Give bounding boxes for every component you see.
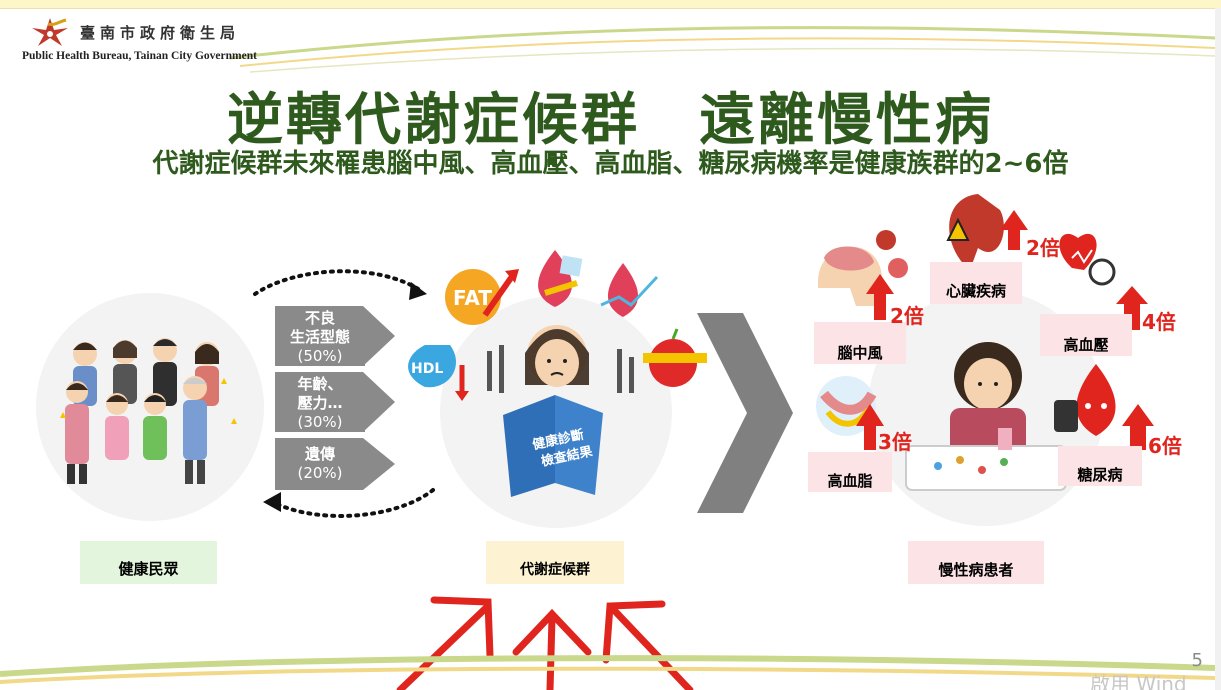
disease-stroke-times: 2倍	[890, 304, 924, 328]
disease-hyperlipidemia-times: 3倍	[878, 430, 912, 454]
disease-hyperlipidemia-label: 高血脂	[808, 452, 892, 492]
top-border	[0, 0, 1221, 9]
org-name-zh: 臺南市政府衛生局	[80, 24, 241, 42]
factor-age-line2: 壓力…	[297, 394, 343, 412]
factor-genetics-line2: (20%)	[297, 464, 343, 482]
bureau-logo-icon	[32, 18, 68, 46]
hdl-icon: HDL	[411, 361, 443, 377]
fat-icon: FAT	[453, 286, 492, 310]
header-swoosh	[229, 26, 1216, 73]
factor-genetics: 遺傳 (20%)	[275, 445, 365, 483]
chevron-right-icon	[697, 313, 793, 513]
disease-diabetes-times: 6倍	[1148, 434, 1182, 458]
disease-heart-label: 心臟疾病	[930, 262, 1022, 304]
label-metabolic: 代謝症候群	[486, 541, 624, 584]
label-chronic: 慢性病患者	[908, 541, 1044, 584]
pointer-arrows-icon	[396, 596, 694, 690]
disease-hypertension-label: 高血壓	[1040, 314, 1132, 356]
disease-heart-times: 2倍	[1026, 236, 1060, 260]
disease-hypertension-times: 4倍	[1142, 310, 1176, 334]
factor-lifestyle-line2: 生活型態	[289, 328, 350, 346]
footer-swoosh	[0, 655, 1216, 684]
factor-lifestyle: 不良 生活型態 (50%)	[275, 309, 365, 366]
right-edge	[1215, 8, 1221, 690]
slide-subtitle: 代謝症候群未來罹患腦中風、高血壓、高血脂、糖尿病機率是健康族群的2~6倍	[152, 149, 1069, 179]
family-illustration-icon	[60, 338, 237, 484]
org-name-en: Public Health Bureau, Tainan City Govern…	[22, 50, 257, 62]
factor-age-stress: 年齡、 壓力… (30%)	[275, 375, 365, 432]
page-number: 5	[1191, 650, 1203, 671]
factor-lifestyle-line1: 不良	[304, 309, 335, 327]
cycle-arrows-icon	[253, 269, 435, 518]
slide-title: 逆轉代謝症候群 遠離慢性病	[227, 88, 994, 153]
windows-activation-watermark: 啟用 Wind	[1090, 672, 1187, 690]
factor-lifestyle-line3: (50%)	[297, 347, 343, 365]
factor-age-line3: (30%)	[297, 413, 343, 431]
disease-stroke-label: 腦中風	[814, 322, 906, 364]
factor-genetics-line1: 遺傳	[304, 445, 335, 463]
factor-age-line1: 年齡、	[297, 375, 343, 393]
metabolic-illustration: FAT HDL 健康診斷 檢查結果	[408, 250, 707, 497]
label-healthy: 健康民眾	[80, 541, 217, 584]
disease-diabetes-label: 糖尿病	[1058, 446, 1142, 486]
